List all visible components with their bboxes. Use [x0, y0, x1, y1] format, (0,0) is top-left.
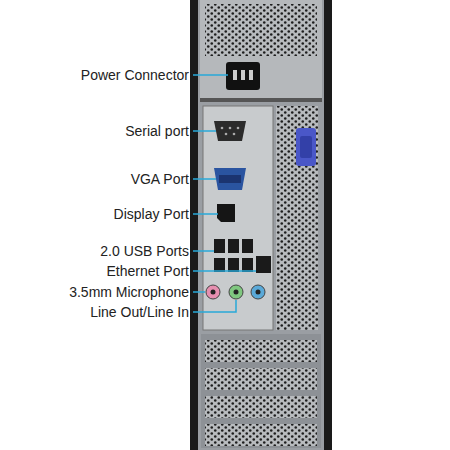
- callout-label: Power Connector: [81, 66, 189, 84]
- callout-label: 3.5mm Microphone: [69, 283, 189, 301]
- callout-label: Line Out/Line In: [90, 303, 189, 321]
- callout-label: Serial port: [125, 122, 189, 140]
- callout-label: Ethernet Port: [107, 262, 190, 280]
- callout-label: VGA Port: [131, 170, 189, 188]
- callout-label: 2.0 USB Ports: [100, 242, 189, 260]
- callout-label: Display Port: [114, 205, 189, 223]
